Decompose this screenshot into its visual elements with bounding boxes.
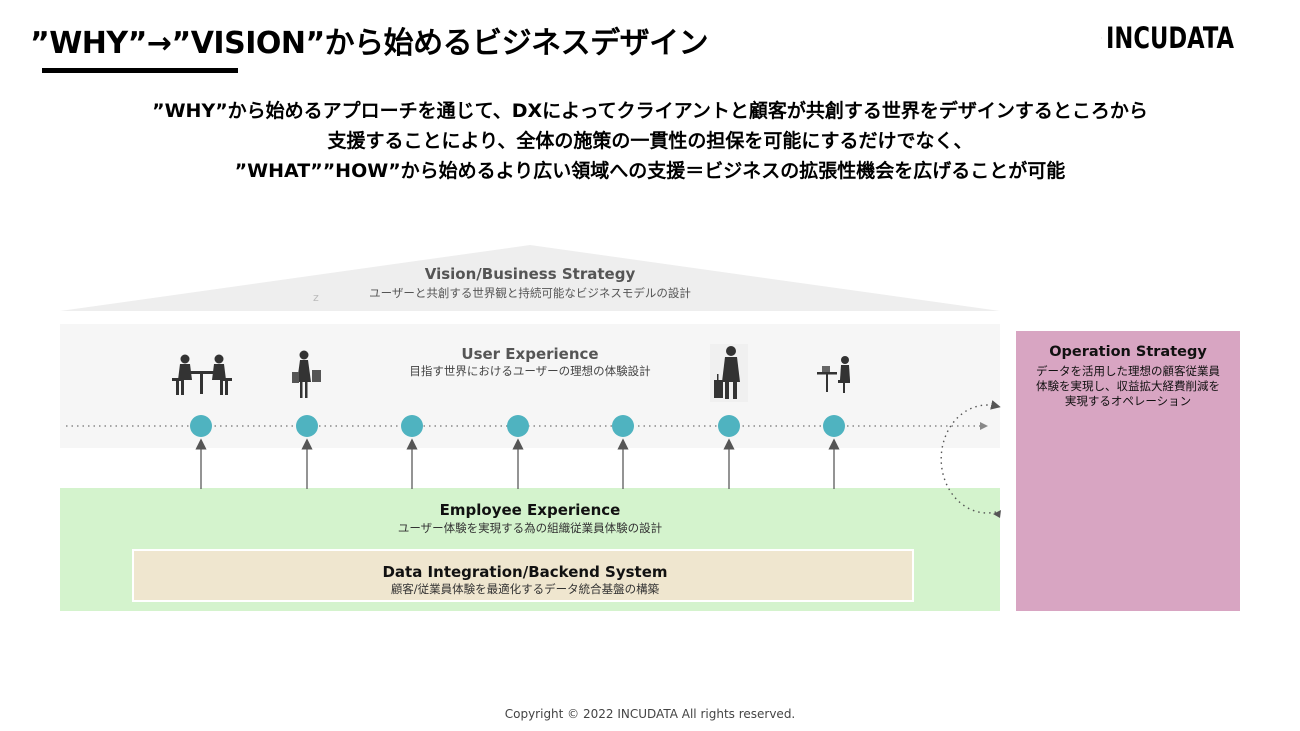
- touchpoint-circle: [296, 415, 318, 437]
- touchpoint-circle: [612, 415, 634, 437]
- traveler-with-suitcase-icon: [710, 344, 748, 402]
- operation-strategy-box: [1016, 331, 1240, 611]
- title-underline: [42, 68, 238, 73]
- logo-mark-icon: [1100, 37, 1102, 39]
- vision-roof-shape: [60, 245, 1000, 311]
- vision-title: Vision/Business Strategy: [424, 265, 636, 283]
- touchpoint-circle: [718, 415, 740, 437]
- touchpoint-circle: [507, 415, 529, 437]
- touchpoint-circle: [823, 415, 845, 437]
- lead-line-3: ”WHAT””HOW”から始めるより広い領域への支援＝ビジネスの拡張性機会を広げ…: [234, 160, 1066, 182]
- operation-strategy-line-2: 体験を実現し、収益拡大経費削減を: [1036, 379, 1220, 393]
- employee-experience-subtitle: ユーザー体験を実現する為の組織従業員体験の設計: [397, 521, 663, 535]
- page-title: ”WHY”→”VISION”から始めるビジネスデザイン: [30, 26, 709, 61]
- operation-loop-path: [940, 400, 1001, 514]
- incudata-logo: INCUDATA: [1100, 16, 1270, 60]
- touchpoint-circle: [190, 415, 212, 437]
- touchpoint-circle: [401, 415, 423, 437]
- touchpoints: [190, 415, 845, 437]
- user-experience-title: User Experience: [461, 345, 599, 363]
- data-integration-title: Data Integration/Backend System: [382, 563, 668, 581]
- data-integration-box: [132, 549, 914, 602]
- operation-loop-arrow-icon: [993, 510, 1001, 518]
- user-experience-subtitle: 目指す世界におけるユーザーの理想の体験設計: [409, 364, 651, 378]
- logo-text: INCUDATA: [1105, 21, 1234, 55]
- operation-strategy-line-3: 実現するオペレーション: [1064, 394, 1192, 408]
- vision-subtitle: ユーザーと共創する世界観と持続可能なビジネスモデルの設計: [369, 286, 691, 300]
- copyright-text: Copyright © 2022 INCUDATA All rights res…: [504, 707, 796, 721]
- roof-mark: z: [313, 291, 319, 304]
- operation-strategy-line-1: データを活用した理想の顧客従業員: [1036, 364, 1220, 378]
- lead-line-2: 支援することにより、全体の施策の一貫性の担保を可能にするだけでなく、: [327, 130, 973, 152]
- employee-experience-title: Employee Experience: [439, 501, 621, 519]
- data-integration-subtitle: 顧客/従業員体験を最適化するデータ統合基盤の構築: [390, 582, 660, 596]
- person-at-desk-icon: [817, 356, 850, 393]
- lead-line-1: ”WHY”から始めるアプローチを通じて、DXによってクライアントと顧客が共創する…: [152, 100, 1148, 122]
- touchpoint-arrows: [195, 438, 840, 489]
- operation-strategy-title: Operation Strategy: [1049, 344, 1207, 360]
- journey-end-arrow-icon: [980, 422, 988, 430]
- shopping-woman-icon: [292, 350, 321, 398]
- dining-couple-icon: [172, 354, 232, 395]
